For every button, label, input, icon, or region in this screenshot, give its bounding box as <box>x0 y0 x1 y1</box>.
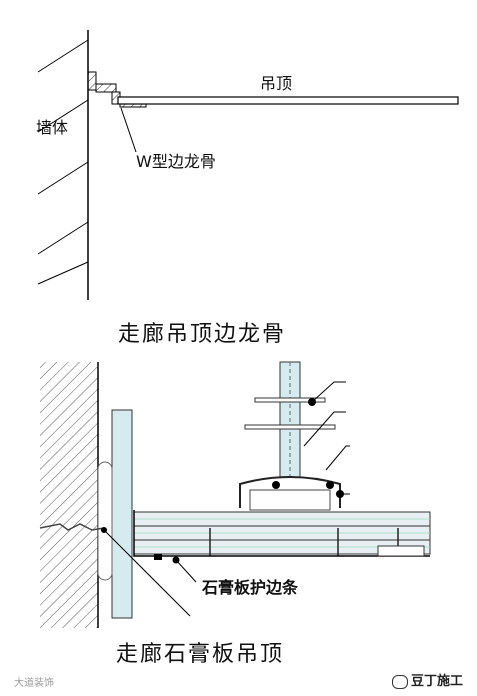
rod-bracket <box>254 397 326 403</box>
bottom-caption: 走廊石膏板吊顶 <box>116 642 285 667</box>
profile-label: W型边龙骨 <box>136 152 216 171</box>
wall-board <box>111 409 133 619</box>
rod-bracket-2 <box>244 424 336 430</box>
wall-hatch <box>37 39 89 285</box>
wall-anchor-plate <box>97 461 113 581</box>
ceiling-label: 吊顶 <box>260 74 293 93</box>
wall-leader-line <box>103 529 191 617</box>
expansion-bolt <box>39 523 105 531</box>
watermark-left: 大道装饰 <box>14 678 54 689</box>
brand-label: 豆丁施工 <box>392 670 463 689</box>
wall-label: 墙体 <box>36 118 69 137</box>
masonry-wall <box>40 362 98 628</box>
brand-text: 豆丁施工 <box>411 674 464 689</box>
edge-strip-label: 石膏板护边条 <box>202 578 299 597</box>
main-runner <box>249 489 331 511</box>
edge-guard-strip <box>133 510 430 557</box>
top-caption: 走廊吊顶边龙骨 <box>118 322 287 347</box>
bottom-figure <box>39 361 431 628</box>
top-figure <box>37 30 459 300</box>
callout-leaders <box>303 381 350 495</box>
profile-leader-line <box>120 107 137 153</box>
edge-leader-line <box>175 559 197 583</box>
brand-icon <box>392 674 408 689</box>
ceiling-board <box>117 96 459 105</box>
